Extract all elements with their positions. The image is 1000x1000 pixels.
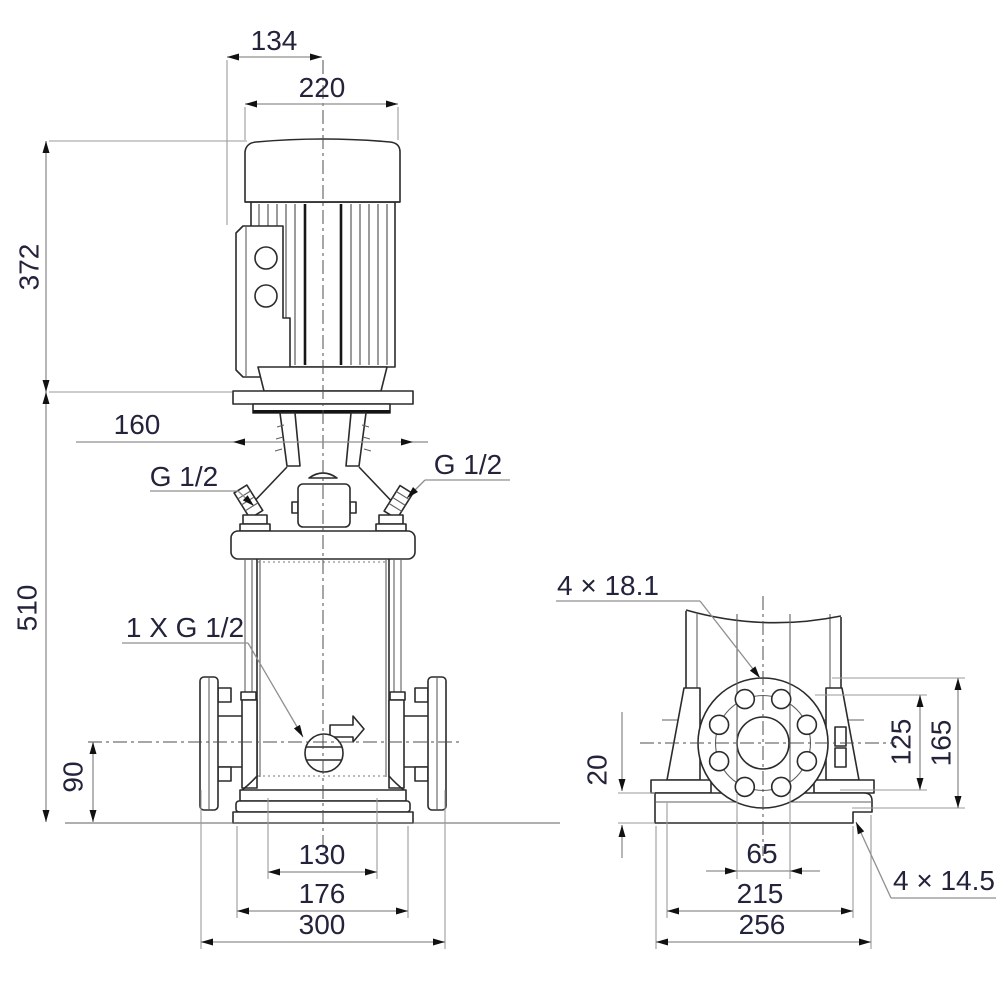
front-view: 134 220 372 510 160 G 1/2 G 1/2 bbox=[11, 25, 560, 949]
flange-bolt-holes bbox=[708, 688, 818, 798]
stool-leg-right bbox=[345, 412, 367, 467]
dim-20-label: 20 bbox=[581, 754, 612, 785]
dim-125-label: 125 bbox=[885, 719, 916, 766]
leg-foot-pad-right bbox=[813, 779, 875, 794]
port-flange-side bbox=[697, 614, 847, 809]
dim-256-label: 256 bbox=[739, 909, 786, 940]
coupling-guard bbox=[297, 483, 351, 528]
guard-lug-left bbox=[291, 501, 299, 514]
shaft-end-arc bbox=[308, 472, 338, 479]
stool-leg-side-left bbox=[666, 687, 701, 781]
dim-510-label: 510 bbox=[11, 585, 42, 632]
vent-plug-right bbox=[383, 484, 414, 520]
flange-bolt-boss bbox=[217, 687, 232, 703]
dim-65-label: 65 bbox=[746, 838, 777, 869]
dim-176-label: 176 bbox=[299, 878, 346, 909]
vent-left-label: G 1/2 bbox=[150, 461, 218, 492]
vent-plug-left bbox=[233, 484, 264, 520]
motor-terminal-box bbox=[235, 225, 291, 378]
dimensions-side-view: 4 × 18.1 125 165 20 65 bbox=[556, 570, 996, 949]
vent-boss-right-nut bbox=[378, 514, 404, 525]
vent-right-label: G 1/2 bbox=[434, 449, 502, 480]
flange-bolt-boss bbox=[414, 766, 429, 782]
port-collar-left bbox=[241, 699, 258, 789]
drain-label: 1 X G 1/2 bbox=[126, 612, 244, 643]
flange-holes-label: 4 × 18.1 bbox=[557, 570, 659, 601]
dim-134-label: 134 bbox=[251, 25, 298, 56]
dim-300-label: 300 bbox=[299, 909, 346, 940]
dimensions-front-view: 134 220 372 510 160 G 1/2 G 1/2 bbox=[11, 25, 510, 949]
dim-372-label: 372 bbox=[13, 244, 44, 291]
clamp-lug bbox=[834, 726, 847, 747]
leg-foot-pad-left bbox=[650, 779, 712, 794]
clamp-lug bbox=[834, 747, 847, 768]
dim-90-label: 90 bbox=[57, 761, 88, 792]
guard-lug-right bbox=[349, 501, 357, 514]
vent-boss-left-nut bbox=[242, 514, 268, 525]
flange-bolt-boss bbox=[217, 766, 232, 782]
base-holes-label: 4 × 14.5 bbox=[893, 865, 995, 896]
port-right bbox=[388, 676, 447, 811]
dim-160-label: 160 bbox=[114, 409, 161, 440]
cable-entry-hole-bottom bbox=[254, 284, 278, 308]
cable-entry-hole-top bbox=[254, 246, 278, 270]
dim-220-label: 220 bbox=[299, 72, 346, 103]
drain-plug bbox=[304, 715, 365, 773]
tie-rods bbox=[240, 559, 406, 701]
port-collar-right bbox=[388, 699, 405, 789]
dim-215-label: 215 bbox=[737, 878, 784, 909]
stool-leg-left bbox=[279, 412, 301, 467]
dim-165-label: 165 bbox=[925, 720, 956, 767]
flange-bolt-boss bbox=[414, 687, 429, 703]
side-view: 4 × 18.1 125 165 20 65 bbox=[556, 570, 996, 949]
dim-130-label: 130 bbox=[299, 839, 346, 870]
port-left bbox=[199, 676, 258, 811]
vent-boss-left-base bbox=[239, 523, 271, 532]
vent-boss-right-base bbox=[375, 523, 407, 532]
